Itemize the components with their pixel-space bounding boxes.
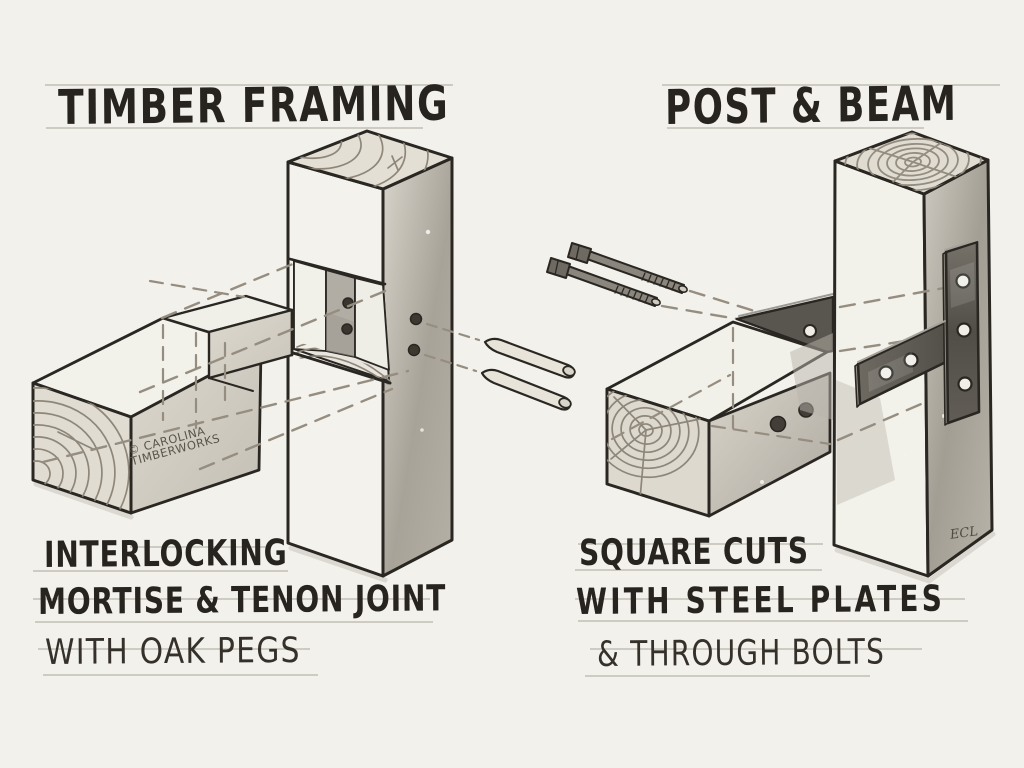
plate-bolt-hole <box>957 376 973 392</box>
bolt-threads <box>614 285 649 304</box>
hidden-lines-right-beam <box>610 326 832 446</box>
oak-pegs <box>423 322 576 411</box>
right-title: POST & BEAM <box>664 75 958 136</box>
paper-speckle <box>903 453 907 457</box>
plate-bolt-hole <box>955 273 971 289</box>
through-bolt <box>546 257 661 307</box>
through-bolts <box>546 242 688 307</box>
plate-bolt-hole <box>903 352 919 368</box>
left-caption-line3: WITH OAK PEGS <box>44 630 301 673</box>
left-beam <box>31 279 294 515</box>
right-beam <box>605 293 835 518</box>
shading-wash <box>790 333 833 420</box>
guide-line <box>578 620 968 622</box>
guide-line <box>38 648 310 650</box>
guide-line <box>130 546 268 548</box>
guide-line <box>590 648 922 650</box>
left-post <box>286 129 454 578</box>
guide-line <box>667 127 924 129</box>
guide-line <box>585 675 870 677</box>
mortise <box>288 257 392 385</box>
peg-hole <box>409 312 423 326</box>
bolt-head <box>546 257 571 279</box>
right-caption-line1: SQUARE CUTS <box>578 530 809 574</box>
guide-line <box>33 570 288 572</box>
oak-peg <box>480 368 572 411</box>
right-caption-line3: & THROUGH BOLTS <box>596 632 886 675</box>
guide-line <box>578 543 823 545</box>
guide-line <box>662 84 1000 86</box>
ground-shadows <box>33 481 996 584</box>
paper-speckle <box>760 480 764 484</box>
tenon <box>161 294 294 392</box>
guide-line <box>45 84 453 86</box>
left-caption-line1: INTERLOCKING <box>43 532 288 576</box>
peg-end <box>562 365 576 377</box>
guide-line <box>575 569 822 571</box>
mortise-tenon-drawing <box>31 129 576 578</box>
guide-line <box>46 127 423 129</box>
plate-bolt-hole <box>803 324 817 338</box>
peg-hole <box>407 343 421 357</box>
right-caption-line2: WITH STEEL PLATES <box>575 578 946 623</box>
through-bolt <box>567 242 688 294</box>
hidden-lines-beam <box>148 279 246 430</box>
bolt-head <box>567 242 592 264</box>
guide-line <box>43 674 318 676</box>
guide-line <box>35 621 433 623</box>
projection-dashes-left <box>41 259 410 471</box>
guide-line <box>33 598 430 600</box>
peg-end <box>558 397 572 409</box>
end-grain-beam <box>33 387 130 513</box>
mortise-peg-hole <box>341 323 353 335</box>
left-caption-line2: MORTISE & TENON JOINT <box>37 578 447 623</box>
bolt-threads <box>641 272 676 291</box>
paper-speckle <box>420 428 424 432</box>
bolt-hole <box>769 415 787 433</box>
paper-speckle <box>425 229 431 235</box>
steel-t-plate <box>854 239 981 426</box>
guide-line <box>575 598 965 600</box>
post-beam-drawing <box>546 130 994 578</box>
shading-wash <box>836 380 895 505</box>
peg-guide-dashes <box>423 322 481 373</box>
plate-bolt-hole <box>956 322 972 338</box>
plate-bolt-hole <box>878 365 894 381</box>
left-title: TIMBER FRAMING <box>57 75 450 136</box>
